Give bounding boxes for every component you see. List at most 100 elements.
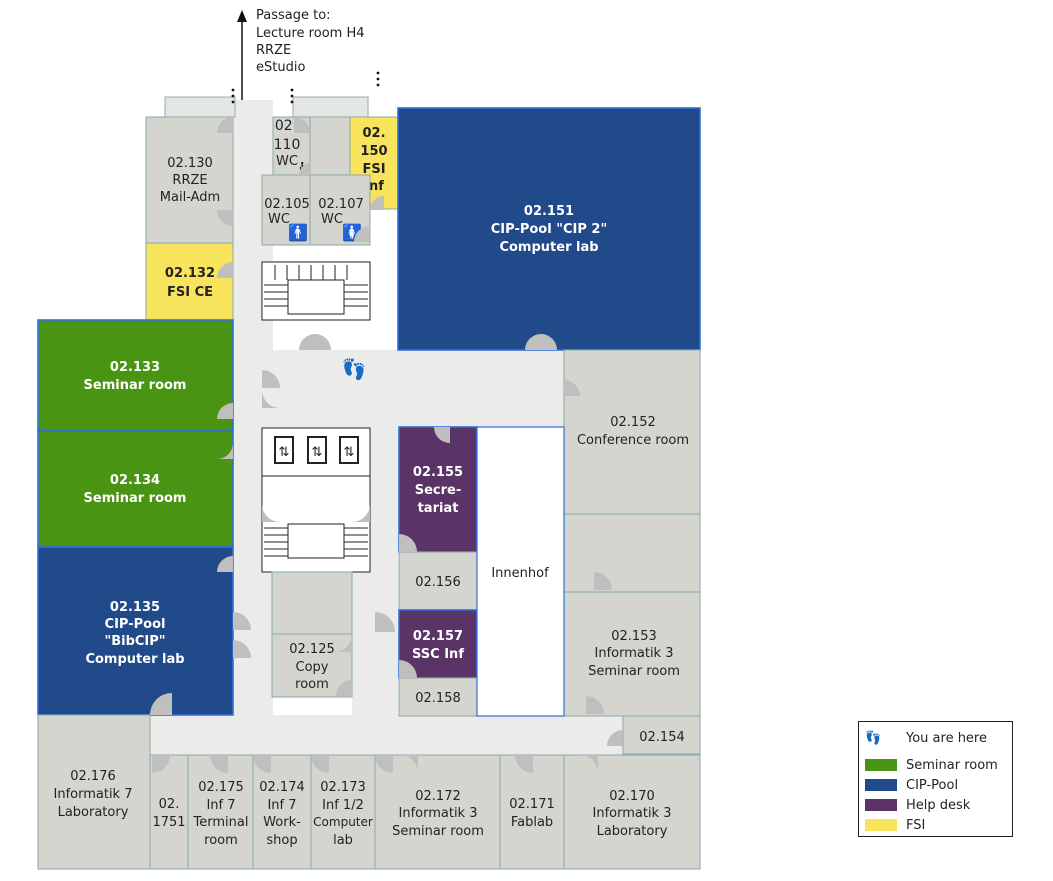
room-02-152-number: 02.152 bbox=[610, 415, 656, 430]
room-02-157-line2: SSC Inf bbox=[412, 647, 464, 662]
innenhof bbox=[476, 426, 565, 717]
room-02-110-line3: WC bbox=[276, 154, 298, 169]
room-02-135-line4: Computer lab bbox=[85, 652, 184, 667]
room-02-170-line2: Informatik 3 bbox=[593, 806, 672, 821]
room-02-153-line3: Seminar room bbox=[588, 664, 680, 679]
room-02-173-line2: Inf 1/2 bbox=[322, 798, 364, 813]
room-02-174-number: 02.174 bbox=[259, 780, 305, 795]
room-02-130 bbox=[145, 116, 234, 244]
room-02-170-number: 02.170 bbox=[609, 789, 655, 804]
room-02-151 bbox=[397, 107, 701, 351]
room-02-1751-number: 02. bbox=[159, 797, 180, 812]
room-02-170 bbox=[563, 754, 701, 870]
room-02-155-line3: tariat bbox=[418, 501, 459, 516]
room-02-173-line4: lab bbox=[333, 833, 353, 848]
room-02-132 bbox=[145, 242, 234, 321]
room-02-135-line3: "BibCIP" bbox=[104, 634, 165, 649]
room-02-158 bbox=[398, 677, 478, 717]
room-02-134-number: 02.134 bbox=[110, 473, 160, 488]
room-small-above-copy bbox=[271, 571, 353, 635]
room-02-172-line3: Seminar room bbox=[392, 824, 484, 839]
room-02-125 bbox=[271, 633, 353, 698]
room-02-176-line2: Informatik 7 bbox=[54, 787, 133, 802]
room-02-174-line2: Inf 7 bbox=[267, 798, 296, 813]
room-02-130-number: 02.130 bbox=[167, 156, 213, 171]
stairs-south-landing bbox=[287, 523, 345, 559]
corridor-north bbox=[262, 350, 564, 428]
svg-text:⇅: ⇅ bbox=[344, 445, 355, 460]
legend-row-fsi: FSI bbox=[865, 817, 925, 833]
room-02-174 bbox=[252, 754, 312, 870]
legend-swatch-fsi bbox=[865, 819, 897, 831]
corridor-south bbox=[150, 715, 700, 755]
passage-line-3: eStudio bbox=[256, 60, 305, 75]
you-are-here-icon: 👣 bbox=[342, 357, 367, 381]
room-02-176-number: 02.176 bbox=[70, 769, 116, 784]
room-02-153-line2: Informatik 3 bbox=[595, 646, 674, 661]
room-02-176 bbox=[37, 714, 151, 870]
room-02-125-number: 02.125 bbox=[289, 642, 335, 657]
room-02-154-number: 02.154 bbox=[639, 730, 685, 745]
room-02-152-line2: Conference room bbox=[577, 433, 689, 448]
room-02-158-number: 02.158 bbox=[415, 691, 461, 706]
room-02-105 bbox=[261, 174, 311, 246]
legend-row-cip: CIP-Pool bbox=[865, 777, 958, 793]
room-02-171-number: 02.171 bbox=[509, 797, 555, 812]
room-02-171-line2: Fablab bbox=[511, 815, 553, 830]
room-02-105-line2: WC bbox=[268, 212, 290, 227]
room-02-1751-line2: 1751 bbox=[152, 815, 185, 830]
room-02-156 bbox=[398, 551, 478, 611]
room-02-125-line2: Copy bbox=[296, 660, 329, 675]
room-02-134 bbox=[37, 430, 234, 548]
elevator-icons: ⇅ ⇅ ⇅ bbox=[274, 436, 359, 464]
room-02-105-number: 02.105 bbox=[264, 197, 310, 212]
room-east-small bbox=[563, 513, 701, 593]
mens-wc-icon: 🚹 bbox=[288, 223, 308, 242]
room-02-132-line2: FSI CE bbox=[167, 285, 213, 300]
room-02-130-line3: Mail-Adm bbox=[160, 190, 220, 205]
passage-block-right bbox=[292, 96, 369, 118]
room-02-135-line2: CIP-Pool bbox=[105, 617, 166, 632]
legend-label-fsi: FSI bbox=[906, 817, 926, 833]
stairs-north-steps bbox=[264, 265, 368, 307]
room-02-173-number: 02.173 bbox=[320, 780, 366, 795]
room-02-150-number: 02. bbox=[362, 126, 385, 141]
room-02-174-line3: Work- bbox=[263, 815, 301, 830]
legend-swatch-cip bbox=[865, 779, 897, 791]
room-02-172-line2: Informatik 3 bbox=[399, 806, 478, 821]
room-02-133 bbox=[37, 319, 234, 432]
room-02-175-line4: room bbox=[204, 833, 238, 848]
legend: 👣 You are here Seminar room CIP-Pool Hel… bbox=[858, 721, 1013, 837]
stairs-south-steps bbox=[264, 527, 368, 557]
room-02-135-number: 02.135 bbox=[110, 600, 160, 615]
stairs-north-landing bbox=[287, 279, 345, 315]
passage-line-2: RRZE bbox=[256, 43, 291, 58]
room-02-172 bbox=[374, 754, 501, 870]
room-02-175 bbox=[187, 754, 254, 870]
legend-swatch-help bbox=[865, 799, 897, 811]
passage-dots bbox=[231, 71, 380, 104]
room-02-130-line2: RRZE bbox=[172, 173, 207, 188]
legend-label-help: Help desk bbox=[906, 797, 971, 813]
room-02-173 bbox=[310, 754, 376, 870]
room-02-107-number: 02.107 bbox=[318, 197, 364, 212]
room-02-151-line2: CIP-Pool "CIP 2" bbox=[491, 222, 607, 237]
passage-arrow-icon bbox=[237, 10, 247, 22]
room-02-175-number: 02.175 bbox=[198, 780, 244, 795]
room-02-133-line2: Seminar room bbox=[84, 378, 187, 393]
room-02-125-line3: room bbox=[295, 677, 329, 692]
room-02-156-number: 02.156 bbox=[415, 575, 461, 590]
room-02-152 bbox=[563, 349, 701, 515]
room-02-172-number: 02.172 bbox=[415, 789, 461, 804]
room-02-157-number: 02.157 bbox=[413, 629, 463, 644]
legend-label-here: You are here bbox=[906, 730, 987, 746]
room-02-154 bbox=[622, 715, 701, 755]
footprints-icon: 👣 bbox=[865, 730, 882, 746]
room-02-135 bbox=[37, 546, 234, 716]
room-02-153-number: 02.153 bbox=[611, 629, 657, 644]
svg-text:⇅: ⇅ bbox=[279, 445, 290, 460]
innenhof-label: Innenhof bbox=[491, 566, 549, 581]
legend-row-here: 👣 You are here bbox=[865, 730, 987, 746]
room-02-110-line2: 110 bbox=[274, 137, 301, 153]
